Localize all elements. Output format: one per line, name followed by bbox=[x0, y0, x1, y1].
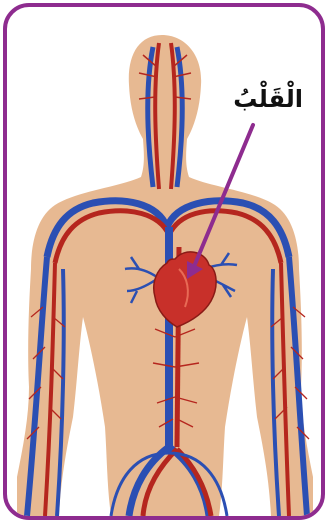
diagram-frame: الْقَلْبُ bbox=[3, 3, 325, 520]
circulatory-system-figure bbox=[7, 7, 321, 516]
heart-label: الْقَلْبُ bbox=[233, 85, 303, 113]
